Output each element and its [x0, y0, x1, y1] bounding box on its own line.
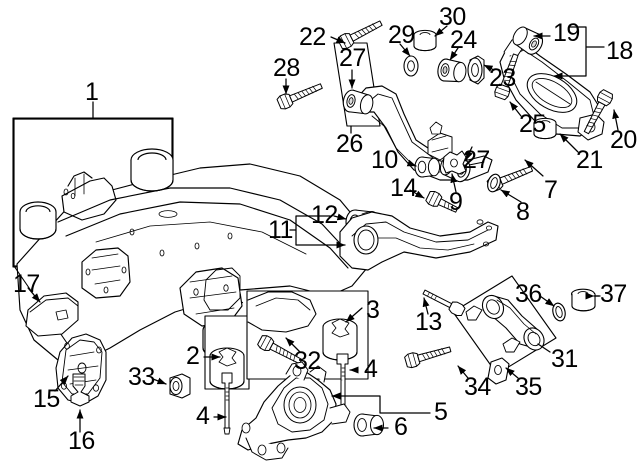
- part-37-nut: [570, 288, 596, 312]
- callout-7[interactable]: 7: [544, 176, 558, 204]
- part-23-washer: [467, 55, 485, 85]
- part-13-bolt: [422, 289, 466, 317]
- callout-9[interactable]: 9: [449, 188, 463, 216]
- part-6-bushing: [353, 413, 384, 437]
- callout-6[interactable]: 6: [394, 413, 408, 441]
- part-33-sleeve: [169, 373, 191, 399]
- callout-10[interactable]: 10: [371, 146, 398, 174]
- callout-1[interactable]: 1: [85, 78, 99, 106]
- part-21-nut: [533, 117, 557, 140]
- part-trailing-arm-lower-view: [247, 291, 317, 333]
- part-14-bolt: [425, 190, 459, 213]
- callout-14[interactable]: 14: [390, 174, 417, 202]
- part-11-trailing-arm: [339, 211, 499, 271]
- callout-12[interactable]: 12: [311, 201, 338, 229]
- callout-20[interactable]: 20: [610, 126, 637, 154]
- part-4a-bolt: [336, 353, 349, 413]
- callout-36[interactable]: 36: [515, 280, 542, 308]
- part-4b-bolt: [221, 372, 233, 435]
- callout-26[interactable]: 26: [336, 130, 363, 158]
- callout-28[interactable]: 28: [273, 54, 300, 82]
- callout-23[interactable]: 23: [489, 64, 516, 92]
- part-30-cap-nut: [413, 29, 437, 52]
- callout-37[interactable]: 37: [600, 280, 627, 308]
- part-5-knuckle: [237, 361, 351, 461]
- part-10-bushing: [414, 156, 441, 178]
- part-35-bracket: [487, 357, 510, 385]
- part-9-retainer: [442, 150, 467, 175]
- leader-lines: [27, 25, 620, 433]
- part-2-bushing: [209, 347, 245, 390]
- part-16-stud: [70, 373, 90, 407]
- part-24-bushing: [437, 58, 467, 83]
- callout-16[interactable]: 16: [68, 427, 95, 455]
- callout-35[interactable]: 35: [515, 373, 542, 401]
- part-36-washer: [552, 302, 566, 322]
- part-26-upper-arm: [354, 85, 493, 181]
- part-3-bushing: [322, 318, 358, 361]
- callout-34[interactable]: 34: [464, 373, 491, 401]
- callout-18[interactable]: 18: [606, 37, 633, 65]
- callout-27a[interactable]: 27: [339, 44, 366, 72]
- callout-17[interactable]: 17: [13, 270, 40, 298]
- callout-31[interactable]: 31: [551, 345, 578, 373]
- callout-5[interactable]: 5: [434, 398, 448, 426]
- callout-3[interactable]: 3: [366, 296, 380, 324]
- callout-4a[interactable]: 4: [364, 355, 378, 383]
- callout-30[interactable]: 30: [439, 3, 466, 31]
- callout-13[interactable]: 13: [415, 308, 442, 336]
- callout-19[interactable]: 19: [553, 19, 580, 47]
- part-29-bushing: [403, 55, 419, 77]
- callout-32[interactable]: 32: [294, 347, 321, 375]
- part-28-bolt: [275, 79, 325, 111]
- part-34-bolt: [403, 342, 453, 370]
- callout-27b[interactable]: 27: [463, 146, 490, 174]
- callout-21[interactable]: 21: [576, 146, 603, 174]
- callout-22[interactable]: 22: [299, 23, 326, 51]
- callout-11[interactable]: 11: [268, 216, 293, 244]
- callout-4b[interactable]: 4: [196, 402, 210, 430]
- callout-25[interactable]: 25: [519, 110, 546, 138]
- part-8-washer: [487, 173, 501, 193]
- callout-29[interactable]: 29: [388, 21, 415, 49]
- part-17-stopper: [25, 292, 79, 337]
- callout-15[interactable]: 15: [33, 385, 60, 413]
- callout-33[interactable]: 33: [128, 363, 155, 391]
- callout-2[interactable]: 2: [186, 342, 200, 370]
- part-31-track-rod: [465, 294, 545, 353]
- callout-24[interactable]: 24: [450, 26, 477, 54]
- callout-8[interactable]: 8: [516, 198, 530, 226]
- part-15-bracket: [55, 333, 107, 405]
